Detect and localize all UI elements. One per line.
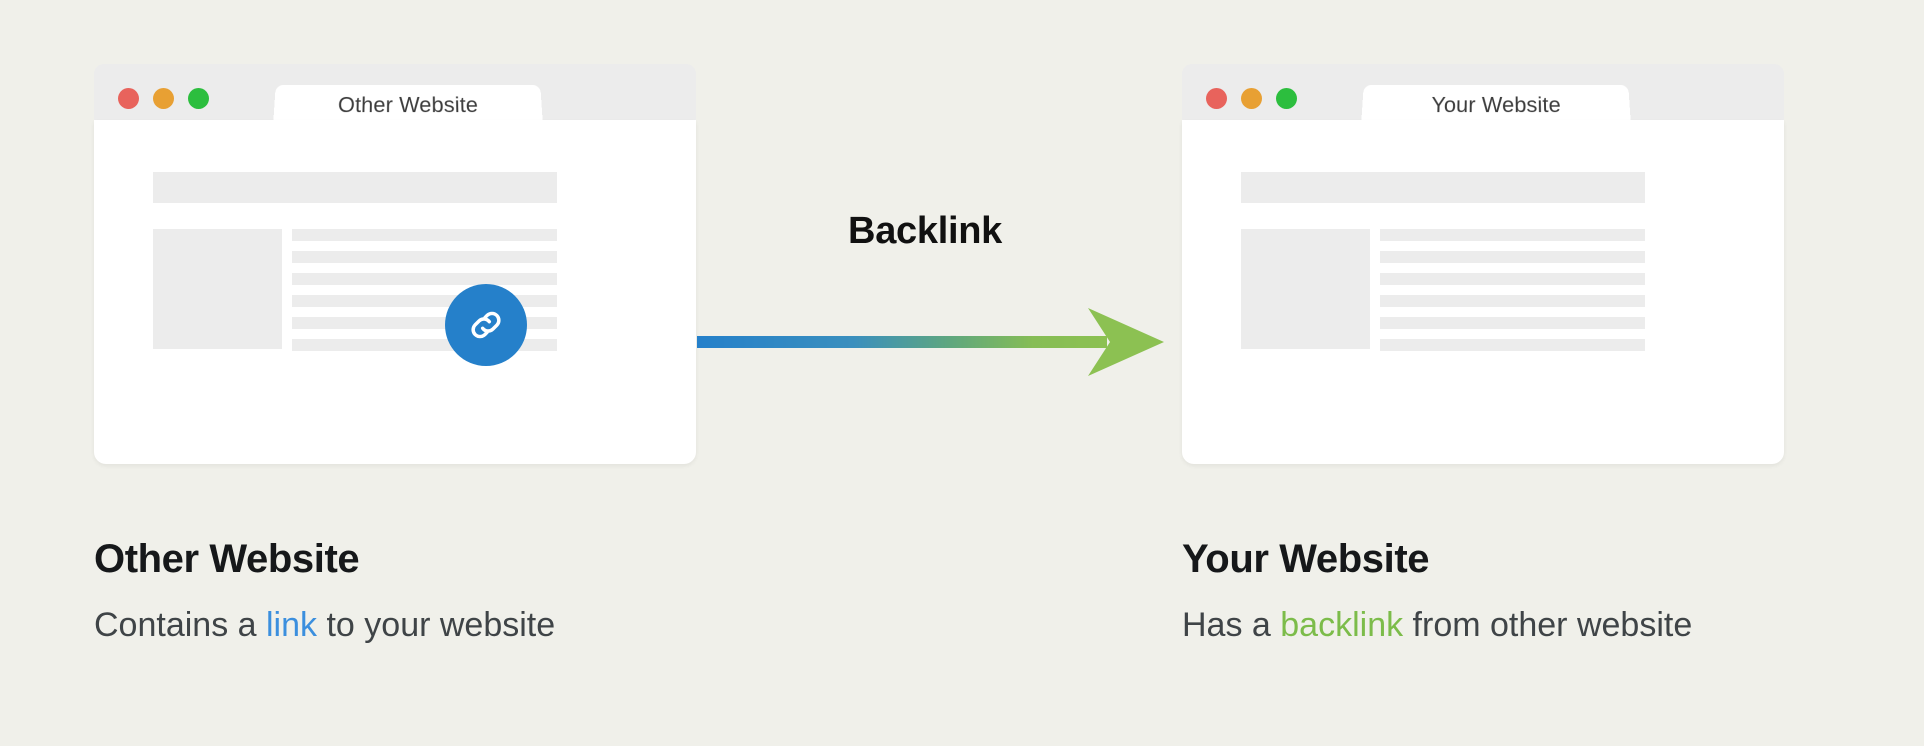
browser-viewport	[1182, 120, 1784, 464]
skeleton-text-line	[1380, 251, 1645, 263]
caption-highlight-link: link	[266, 606, 318, 644]
caption-other-website: Other Website Contains a link to your we…	[94, 538, 854, 645]
caption-heading: Your Website	[1182, 537, 1430, 581]
browser-tab-label: Other Website	[337, 92, 479, 118]
minimize-dot[interactable]	[153, 88, 174, 109]
caption-heading: Other Website	[94, 537, 360, 581]
skeleton-heading-bar	[1241, 172, 1645, 203]
skeleton-heading-bar	[153, 172, 557, 203]
caption-text-after: from other website	[1403, 606, 1693, 644]
browser-window-your-website: Your Website	[1182, 64, 1784, 464]
caption-text-before: Contains a	[94, 606, 266, 644]
link-icon	[464, 303, 508, 347]
maximize-dot[interactable]	[188, 88, 209, 109]
caption-subtitle: Contains a link to your website	[94, 606, 854, 645]
skeleton-text-line	[292, 251, 557, 263]
caption-subtitle: Has a backlink from other website	[1182, 606, 1924, 645]
caption-highlight-backlink: backlink	[1280, 606, 1404, 644]
skeleton-text-line	[1380, 317, 1645, 329]
caption-text-before: Has a	[1182, 606, 1281, 644]
close-dot[interactable]	[118, 88, 139, 109]
close-dot[interactable]	[1206, 88, 1227, 109]
caption-text-after: to your website	[317, 606, 556, 644]
skeleton-text-line	[1380, 273, 1645, 285]
skeleton-image-block	[153, 229, 282, 349]
browser-chrome-bar: Your Website	[1182, 64, 1784, 126]
browser-window-other-website: Other Website	[94, 64, 696, 464]
backlink-arrow-icon	[697, 308, 1164, 376]
skeleton-text-line	[292, 273, 557, 285]
maximize-dot[interactable]	[1276, 88, 1297, 109]
traffic-lights	[1206, 88, 1297, 109]
caption-your-website: Your Website Has a backlink from other w…	[1182, 538, 1924, 645]
skeleton-image-block	[1241, 229, 1370, 349]
traffic-lights	[118, 88, 209, 109]
skeleton-text-line	[292, 229, 557, 241]
browser-viewport	[94, 120, 696, 464]
skeleton-text-line	[1380, 229, 1645, 241]
browser-tab-label: Your Website	[1430, 92, 1562, 118]
skeleton-text-lines	[1380, 229, 1645, 351]
link-badge[interactable]	[445, 284, 527, 366]
skeleton-text-line	[1380, 295, 1645, 307]
minimize-dot[interactable]	[1241, 88, 1262, 109]
browser-chrome-bar: Other Website	[94, 64, 696, 126]
skeleton-text-line	[1380, 339, 1645, 351]
backlink-label: Backlink	[848, 210, 1002, 252]
backlink-arrow-group: Backlink	[690, 210, 1190, 390]
